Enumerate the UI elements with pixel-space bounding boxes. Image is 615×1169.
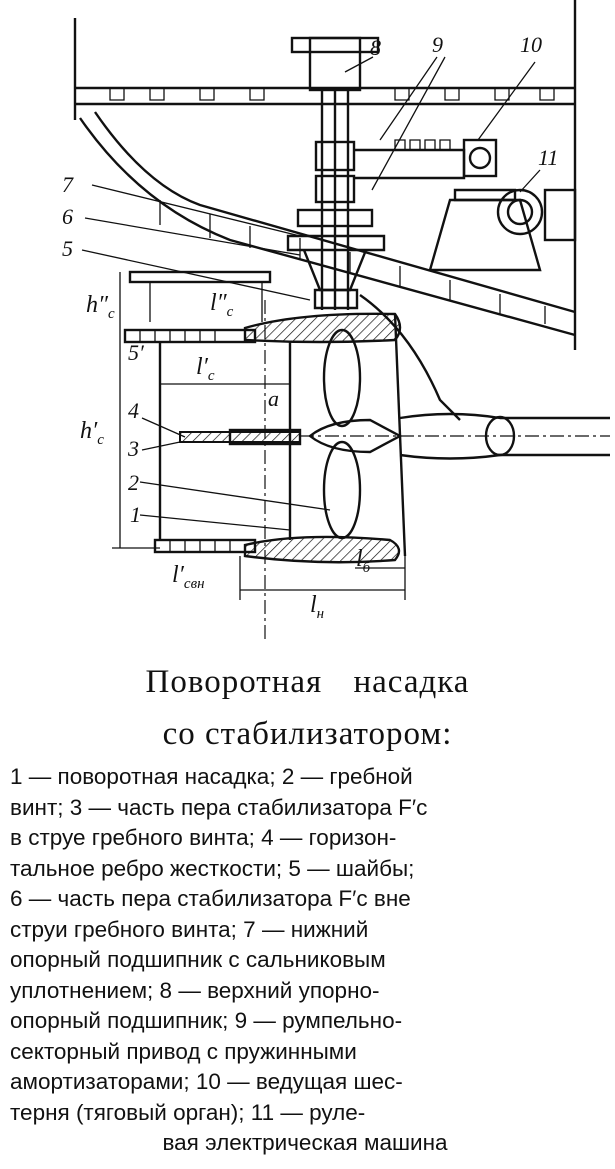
part-label: 3 bbox=[127, 436, 139, 461]
caption-line: 6 — часть пера стабилизатора F′c вне bbox=[10, 886, 411, 911]
dimension-labels: h″c l″c 5′ l′c h′c a l′cвн lб lн bbox=[80, 290, 371, 622]
dim-hc1-sub: c bbox=[97, 432, 104, 448]
caption-line: опорный подшипник; 9 — румпельно- bbox=[10, 1008, 403, 1033]
part-labels: 8 9 10 11 7 6 5 4 3 2 1 bbox=[62, 32, 558, 527]
svg-text:l″c: l″c bbox=[210, 290, 234, 320]
dim-ln-sub: н bbox=[317, 606, 324, 622]
caption-line: опорный подшипник с сальниковым bbox=[10, 947, 386, 972]
part-label: 5 bbox=[62, 236, 73, 261]
part-label: 11 bbox=[538, 145, 558, 170]
steering-gear bbox=[354, 138, 577, 272]
dim-lcvn: l′ bbox=[172, 562, 185, 588]
svg-text:lн: lн bbox=[310, 592, 324, 622]
part-label: 1 bbox=[130, 502, 141, 527]
upper-washer bbox=[128, 270, 272, 322]
dim-a: a bbox=[268, 386, 279, 411]
dim-lc2-sub: c bbox=[227, 304, 234, 320]
part-label: 7 bbox=[62, 172, 74, 197]
part-label: 8 bbox=[370, 35, 381, 60]
dim-lb-sub: б bbox=[363, 560, 371, 576]
nozzle-stabilizer-diagram: 8 9 10 11 7 6 5 4 3 2 1 h″c l″c 5′ l′c h… bbox=[62, 0, 610, 640]
caption-line: 1 — поворотная насадка; 2 — гребной bbox=[10, 764, 413, 789]
dim-hc2: h″ bbox=[86, 292, 109, 318]
part-label: 6 bbox=[62, 204, 73, 229]
dim-hc1: h′ bbox=[80, 418, 98, 444]
dim-lc1-sub: c bbox=[208, 368, 215, 384]
dim-lb: l bbox=[356, 546, 363, 572]
caption-line: в струе гребного винта; 4 — горизон- bbox=[10, 825, 397, 850]
dim-ln: l bbox=[310, 592, 317, 618]
dim-lc1: l′ bbox=[196, 354, 209, 380]
caption-line: амортизаторами; 10 — ведущая шес- bbox=[10, 1069, 403, 1094]
part-label: 10 bbox=[520, 32, 542, 57]
dim-hc2-sub: c bbox=[108, 306, 115, 322]
part-label: 9 bbox=[432, 32, 443, 57]
svg-text:h″c: h″c bbox=[86, 292, 115, 322]
caption-line: винт; 3 — часть пера стабилизатора F′c bbox=[10, 794, 428, 820]
svg-text:lб: lб bbox=[356, 546, 371, 576]
part-label: 4 bbox=[128, 398, 139, 423]
dimension-lines bbox=[112, 272, 406, 640]
dim-five-prime: 5′ bbox=[128, 340, 145, 365]
caption-line: уплотнением; 8 — верхний упорно- bbox=[10, 977, 380, 1003]
svg-text:h′c: h′c bbox=[80, 418, 104, 448]
figure-caption: 1 — поворотная насадка; 2 — гребной винт… bbox=[10, 762, 600, 1159]
caption-line: струи гребного винта; 7 — нижний bbox=[10, 916, 369, 942]
caption-line: секторный привод с пружинными bbox=[10, 1038, 357, 1064]
title-line-1: Поворотная насадка bbox=[145, 664, 470, 700]
hull-deck bbox=[73, 0, 577, 350]
caption-line: тальное ребро жесткости; 5 — шайбы; bbox=[10, 855, 415, 881]
dim-lc2: l″ bbox=[210, 290, 228, 316]
dim-lcvn-sub: cвн bbox=[184, 576, 205, 592]
propeller bbox=[300, 328, 610, 540]
caption-line: вая электрическая машина bbox=[162, 1130, 448, 1155]
nozzle-bottom bbox=[153, 535, 401, 564]
rudder-stock bbox=[286, 36, 386, 310]
part-label: 2 bbox=[128, 470, 139, 495]
leader-lines bbox=[81, 56, 541, 531]
caption-line: терня (тяговый орган); 11 — руле- bbox=[10, 1099, 366, 1125]
stabilizer-fin bbox=[158, 342, 302, 540]
title-line-2: со стабилизатором: bbox=[162, 716, 453, 752]
svg-text:l′cвн: l′cвн bbox=[172, 562, 205, 592]
svg-text:l′c: l′c bbox=[196, 354, 215, 384]
